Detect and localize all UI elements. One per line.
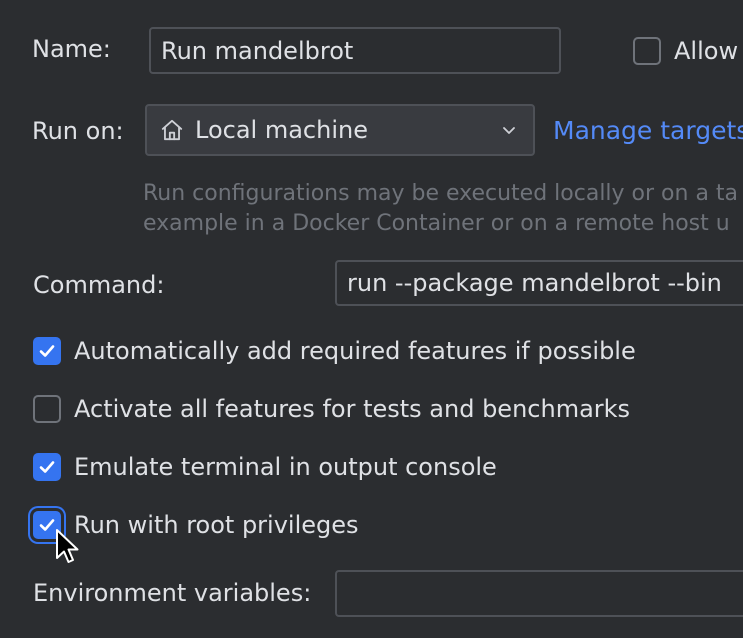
option-all-features-checkbox[interactable]: [33, 395, 61, 423]
option-root-privileges[interactable]: Run with root privileges: [33, 511, 359, 539]
env-vars-label: Environment variables:: [33, 579, 312, 607]
option-emulate-terminal-checkbox[interactable]: [33, 453, 61, 481]
command-label: Command:: [33, 271, 165, 299]
allow-checkbox[interactable]: [633, 37, 661, 65]
home-icon: [159, 117, 185, 143]
allow-label: Allow: [674, 37, 739, 65]
option-root-privileges-checkbox[interactable]: [33, 511, 61, 539]
option-all-features[interactable]: Activate all features for tests and benc…: [33, 395, 630, 423]
checkmark-icon: [37, 515, 57, 535]
command-input[interactable]: [335, 260, 743, 306]
manage-targets-link[interactable]: Manage targets: [553, 116, 743, 145]
checkmark-icon: [37, 341, 57, 361]
name-label: Name:: [32, 35, 111, 63]
allow-checkbox-row[interactable]: Allow: [633, 37, 738, 65]
option-root-privileges-label: Run with root privileges: [74, 511, 359, 539]
option-auto-features-checkbox[interactable]: [33, 337, 61, 365]
option-emulate-terminal[interactable]: Emulate terminal in output console: [33, 453, 497, 481]
option-auto-features-label: Automatically add required features if p…: [74, 337, 636, 365]
run-on-label: Run on:: [32, 117, 124, 145]
checkmark-icon: [37, 457, 57, 477]
env-vars-input[interactable]: [335, 570, 743, 617]
option-auto-features[interactable]: Automatically add required features if p…: [33, 337, 636, 365]
mouse-pointer-icon: [55, 528, 81, 570]
run-on-hint-line2: example in a Docker Container or on a re…: [143, 211, 730, 236]
run-on-select[interactable]: Local machine: [145, 104, 535, 156]
option-emulate-terminal-label: Emulate terminal in output console: [74, 453, 497, 481]
option-all-features-label: Activate all features for tests and benc…: [74, 395, 631, 423]
run-on-value: Local machine: [195, 116, 368, 144]
chevron-down-icon: [499, 120, 519, 140]
name-input[interactable]: [149, 27, 561, 74]
run-on-hint-line1: Run configurations may be executed local…: [143, 181, 739, 206]
